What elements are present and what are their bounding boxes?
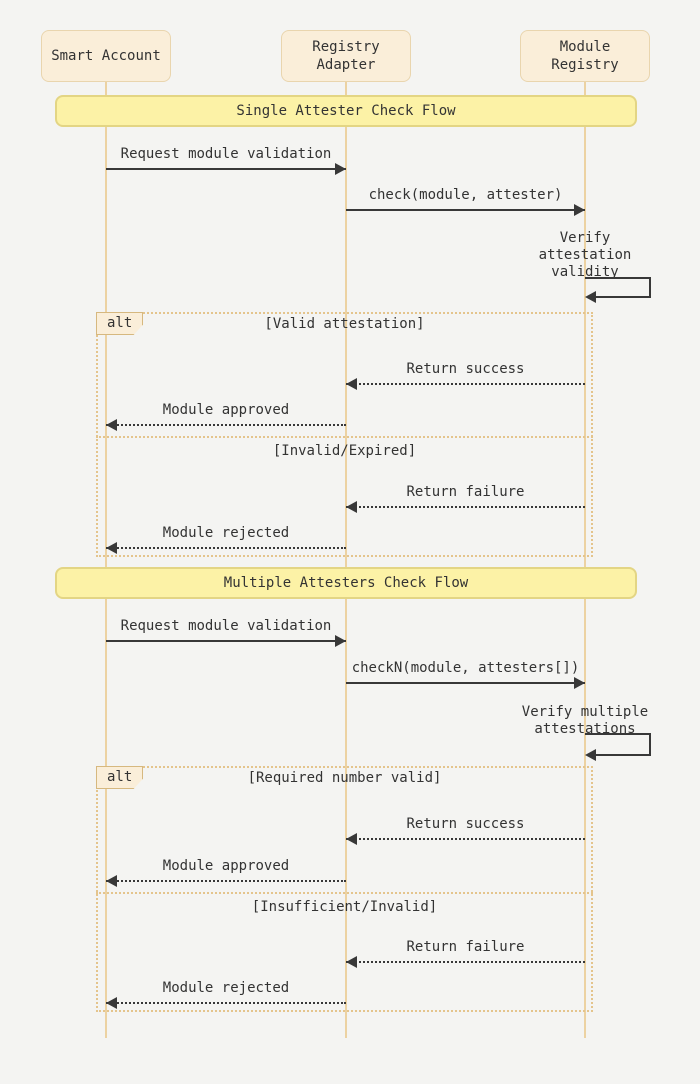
- arrowhead-icon: [346, 956, 357, 968]
- arrowhead-icon: [335, 635, 346, 647]
- self-message-label: attestations: [534, 721, 636, 737]
- arrowhead-icon: [585, 291, 596, 303]
- self-loop-bottom-line: [594, 296, 651, 298]
- alt-label: alt: [96, 312, 143, 335]
- arrowhead-icon: [106, 997, 117, 1009]
- self-loop-bottom-line: [594, 754, 651, 756]
- lifeline: [584, 82, 586, 1038]
- participant-box: Registry Adapter: [281, 30, 411, 82]
- lifeline: [345, 82, 347, 1038]
- section-banner: Single Attester Check Flow: [55, 95, 637, 127]
- message-label: Module rejected: [162, 525, 290, 541]
- alt-divider: [96, 892, 593, 894]
- self-message-label: attestation: [538, 247, 632, 263]
- message-label: checkN(module, attesters[]): [351, 660, 580, 676]
- message-line: [106, 424, 346, 426]
- alt-frame: [96, 312, 593, 557]
- arrowhead-icon: [346, 833, 357, 845]
- arrowhead-icon: [574, 677, 585, 689]
- message-line: [346, 209, 585, 211]
- message-label: Request module validation: [120, 146, 332, 162]
- message-label: Request module validation: [120, 618, 332, 634]
- condition-label: [Valid attestation]: [264, 316, 425, 332]
- message-line: [346, 838, 585, 840]
- message-label: Module approved: [162, 402, 290, 418]
- message-line: [106, 168, 346, 170]
- condition-label: [Insufficient/Invalid]: [251, 899, 438, 915]
- alt-divider: [96, 436, 593, 438]
- message-line: [106, 880, 346, 882]
- message-line: [346, 682, 585, 684]
- self-message-label: Verify multiple: [521, 704, 649, 720]
- self-loop-right-line: [649, 733, 651, 756]
- self-message-label: validity: [551, 264, 619, 280]
- message-line: [346, 383, 585, 385]
- message-line: [106, 640, 346, 642]
- message-line: [106, 547, 346, 549]
- arrowhead-icon: [585, 749, 596, 761]
- message-line: [346, 506, 585, 508]
- self-loop-top-line: [585, 277, 651, 279]
- arrowhead-icon: [574, 204, 585, 216]
- participant-box: Module Registry: [520, 30, 650, 82]
- message-label: Return failure: [406, 939, 525, 955]
- message-line: [346, 961, 585, 963]
- condition-label: [Invalid/Expired]: [272, 443, 417, 459]
- section-banner: Multiple Attesters Check Flow: [55, 567, 637, 599]
- message-label: Module rejected: [162, 980, 290, 996]
- message-label: Return success: [406, 361, 525, 377]
- message-label: Return success: [406, 816, 525, 832]
- message-line: [106, 1002, 346, 1004]
- arrowhead-icon: [106, 542, 117, 554]
- participant-box: Smart Account: [41, 30, 171, 82]
- condition-label: [Required number valid]: [247, 770, 442, 786]
- arrowhead-icon: [106, 419, 117, 431]
- message-label: Module approved: [162, 858, 290, 874]
- message-label: Return failure: [406, 484, 525, 500]
- alt-frame: [96, 766, 593, 1012]
- alt-label: alt: [96, 766, 143, 789]
- arrowhead-icon: [346, 378, 357, 390]
- self-message-label: Verify: [559, 230, 611, 246]
- message-label: check(module, attester): [368, 187, 563, 203]
- arrowhead-icon: [346, 501, 357, 513]
- self-loop-right-line: [649, 277, 651, 298]
- arrowhead-icon: [335, 163, 346, 175]
- self-loop-top-line: [585, 733, 651, 735]
- lifeline: [105, 82, 107, 1038]
- arrowhead-icon: [106, 875, 117, 887]
